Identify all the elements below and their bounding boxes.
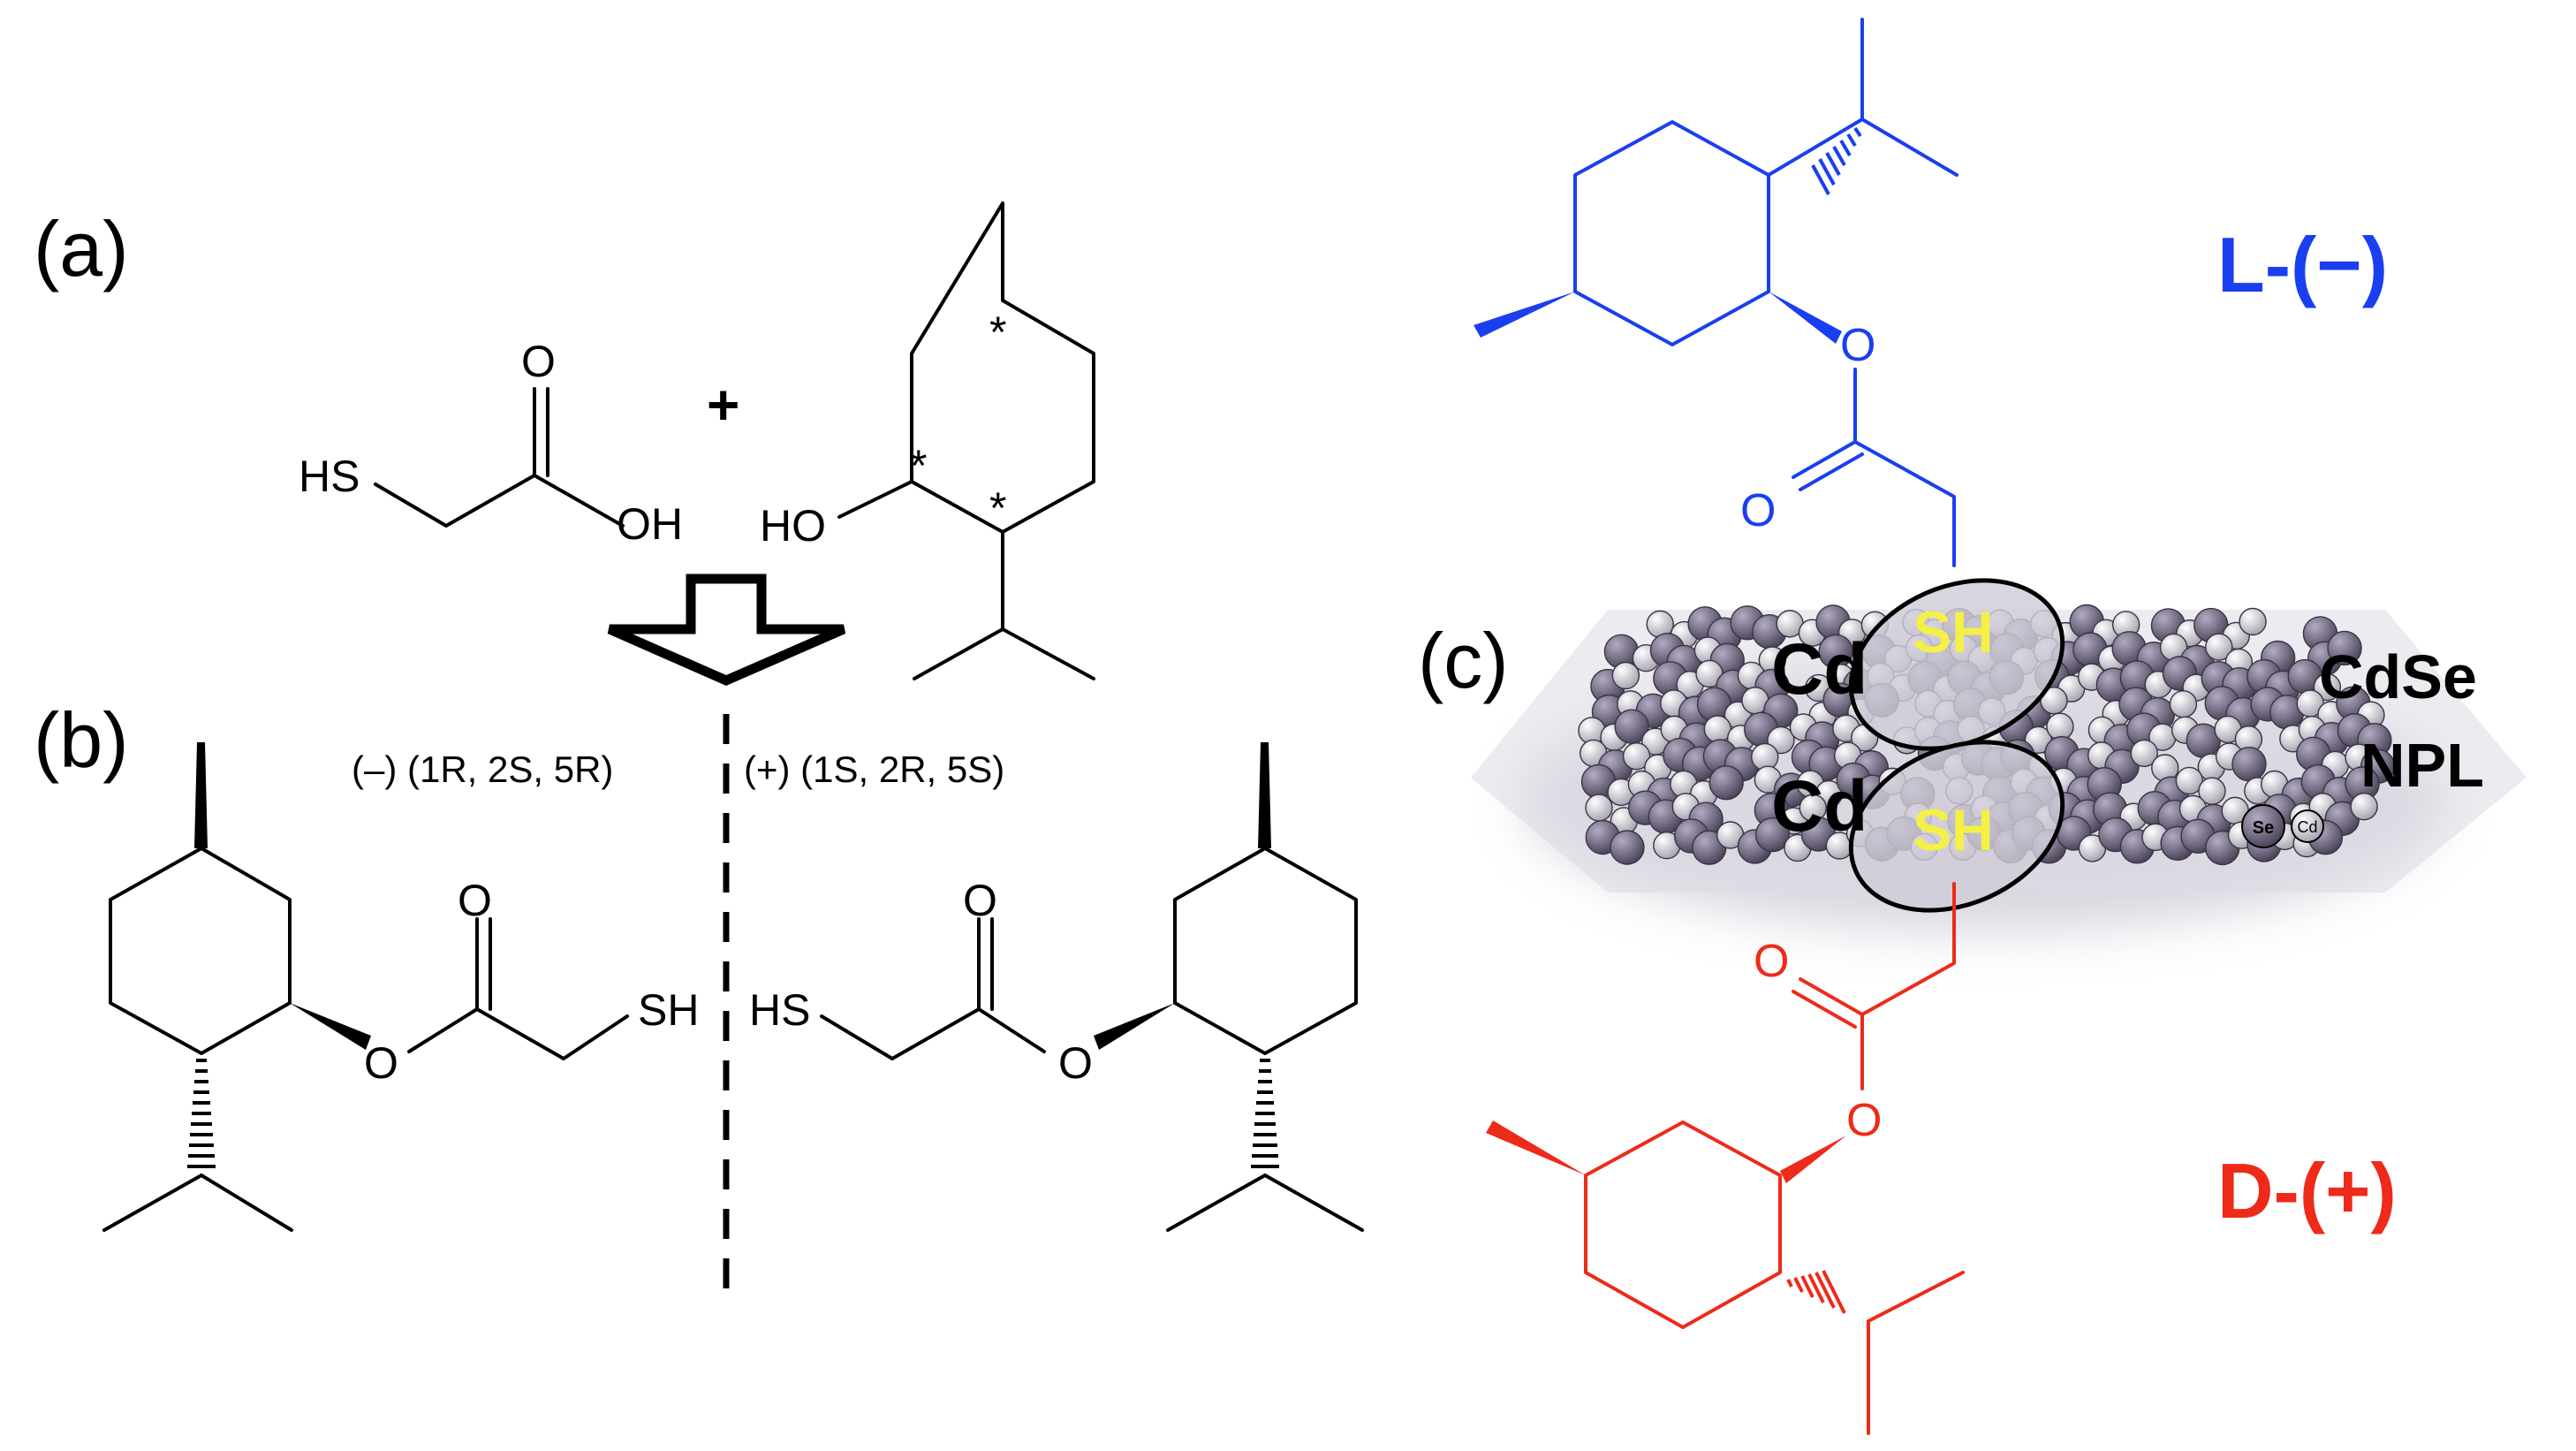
cadmium-atom xyxy=(2130,739,2158,768)
stereo-label-minus: (–) (1R, 2S, 5R) xyxy=(352,748,613,790)
npl-title-line1: CdSe xyxy=(2319,642,2477,711)
selenium-atom xyxy=(1610,830,1645,865)
cadmium-atom xyxy=(1611,661,1640,690)
d-menthyl-ligand-structure: O O xyxy=(1486,882,1965,1435)
top-cd-label: Cd xyxy=(1771,629,1868,710)
right-hs: HS xyxy=(749,985,810,1035)
l-menthyl-ligand-structure: O O xyxy=(1474,18,1959,567)
enantiomer-label-d: D-(+) xyxy=(2217,1147,2397,1234)
stereo-label-plus: (+) (1S, 2R, 5S) xyxy=(744,748,1004,790)
selenium-legend-icon xyxy=(2241,804,2285,848)
stereocenter-star-3: * xyxy=(989,483,1006,533)
l-carbonyl-o: O xyxy=(1740,485,1776,536)
panel-label-c: (c) xyxy=(1418,617,1509,704)
atom-o: O xyxy=(521,337,556,386)
atom-hs: HS xyxy=(299,452,360,501)
cadmium-atom xyxy=(1585,794,1613,822)
right-menthyl-ester-structure: HS O O xyxy=(749,742,1364,1232)
cadmium-atom xyxy=(2175,766,2204,795)
stereocenter-star-2: * xyxy=(910,441,927,490)
selenium-atom xyxy=(2327,630,2362,666)
left-sh: SH xyxy=(638,985,699,1035)
mercaptoacetic-acid-structure: HS O OH xyxy=(299,337,683,549)
selenium-atom xyxy=(1754,817,1791,853)
stereocenter-star-1: * xyxy=(989,308,1006,357)
bottom-cd-label: Cd xyxy=(1771,766,1868,847)
left-menthyl-ester-structure: O O SH xyxy=(102,742,699,1232)
enantiomer-label-l: L-(−) xyxy=(2217,221,2388,308)
cadmium-atom xyxy=(2169,690,2198,718)
bottom-sh-label: SH xyxy=(1913,797,1994,862)
legend-cd-label: Cd xyxy=(2297,818,2317,836)
left-ester-o: O xyxy=(364,1038,398,1088)
menthol-structure: HO * * * xyxy=(760,201,1095,680)
legend-se-label: Se xyxy=(2253,818,2274,838)
npl-title-line2: NPL xyxy=(2360,731,2484,800)
cadmium-atom xyxy=(2040,687,2068,715)
cadmium-atom xyxy=(2205,633,2233,661)
d-ester-o: O xyxy=(1846,1095,1882,1146)
atom-oh: OH xyxy=(617,499,683,549)
panel-label-a: (a) xyxy=(34,205,129,292)
cadmium-legend-icon xyxy=(2291,809,2324,843)
l-ester-o: O xyxy=(1840,320,1875,371)
left-carbonyl-o: O xyxy=(458,876,492,925)
right-ester-o: O xyxy=(1058,1038,1093,1088)
d-carbonyl-o: O xyxy=(1754,936,1789,987)
panel-label-b: (b) xyxy=(34,696,129,784)
selenium-atom xyxy=(2231,747,2267,782)
reaction-arrow-icon xyxy=(607,574,846,687)
atom-ho: HO xyxy=(760,501,826,551)
top-sh-label: SH xyxy=(1913,599,1994,665)
cadmium-atom xyxy=(2313,672,2342,702)
right-carbonyl-o: O xyxy=(963,876,997,925)
atom-legend: Se Cd xyxy=(2241,804,2324,848)
cadmium-atom xyxy=(1622,742,1651,771)
bottom-binding-ellipse xyxy=(1848,740,2065,913)
selenium-atom xyxy=(1708,764,1744,801)
cadmium-atom xyxy=(1703,715,1732,743)
top-binding-ellipse xyxy=(1848,578,2065,751)
plus-sign: + xyxy=(707,373,739,437)
cadmium-atom xyxy=(2350,792,2378,821)
cadmium-atom xyxy=(2046,712,2074,741)
cadmium-atom xyxy=(2239,607,2267,636)
